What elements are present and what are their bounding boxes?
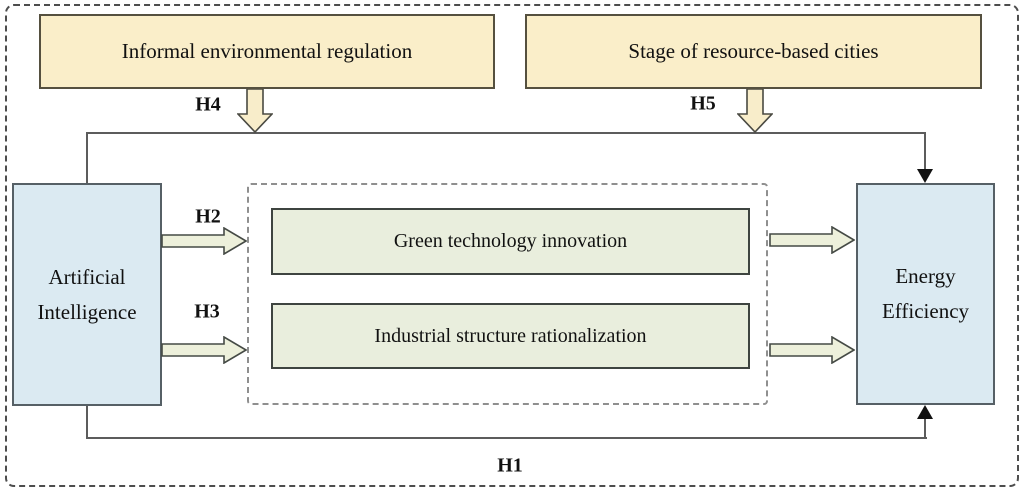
h1-horizontal-line: [86, 437, 927, 439]
label-h3: H3: [194, 300, 220, 323]
mediator-dashed-frame: [247, 183, 768, 405]
h5-block-arrow-icon: [737, 89, 773, 133]
h1-right-rise-line: [924, 417, 926, 438]
up-arrowhead-icon: [917, 405, 933, 419]
label-h4: H4: [195, 93, 221, 116]
box-green-technology-innovation: Green technology innovation: [271, 208, 750, 275]
label-h5: H5: [690, 92, 716, 115]
box-artificial-intelligence: Artificial Intelligence: [12, 183, 162, 406]
green-innovation-to-ee-arrow-icon: [769, 226, 855, 254]
h2-block-arrow-icon: [161, 227, 247, 255]
down-arrowhead-icon: [917, 169, 933, 183]
label-h2: H2: [195, 205, 221, 228]
h1-left-drop-line: [86, 406, 88, 439]
top-connector-line: [86, 132, 926, 134]
box-industrial-structure-rationalization: Industrial structure rationalization: [271, 303, 750, 369]
box-energy-efficiency: Energy Efficiency: [856, 183, 995, 405]
label-h1: H1: [497, 454, 523, 477]
h3-block-arrow-icon: [161, 336, 247, 364]
box-stage-of-resource-based-cities: Stage of resource-based cities: [525, 14, 982, 89]
outer-dashed-frame: [5, 4, 1019, 487]
top-connector-right-drop: [924, 132, 926, 171]
h4-block-arrow-icon: [237, 89, 273, 133]
box-informal-environmental-regulation: Informal environmental regulation: [39, 14, 495, 89]
top-connector-left-drop: [86, 132, 88, 183]
industrial-structure-to-ee-arrow-icon: [769, 336, 855, 364]
